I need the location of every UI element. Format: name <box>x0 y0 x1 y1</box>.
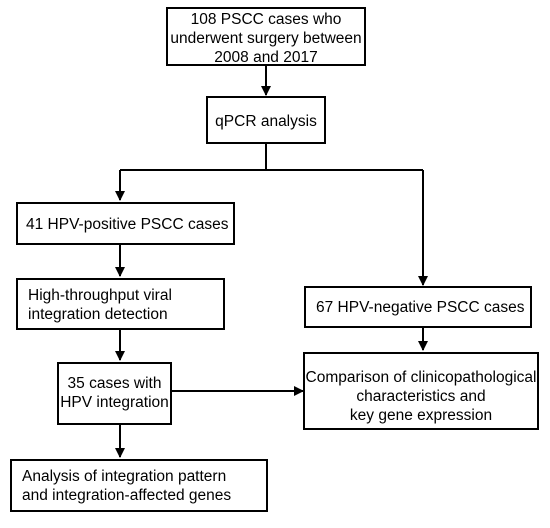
box-clinicopathological-comparison-line-2: characteristics and <box>356 388 486 405</box>
box-surgery-cases: 108 PSCC cases who underwent surgery bet… <box>166 7 366 66</box>
box-qpcr-analysis: qPCR analysis <box>206 96 326 144</box>
box-hpv-negative: 67 HPV-negative PSCC cases <box>304 286 532 328</box>
box-hpv-positive: 41 HPV-positive PSCC cases <box>16 202 235 245</box>
box-hpv-integration-cases-line-2: HPV integration <box>60 394 169 411</box>
box-viral-integration-detection-line-1: High-throughput viral <box>28 287 172 304</box>
box-clinicopathological-comparison-line-1: Comparison of clinicopathological <box>305 369 537 386</box>
box-qpcr-analysis-line-1: qPCR analysis <box>215 113 317 130</box>
box-viral-integration-detection-line-2: integration detection <box>28 306 168 323</box>
box-clinicopathological-comparison-line-3: key gene expression <box>349 407 493 424</box>
box-clinicopathological-comparison: Comparison of clinicopathological charac… <box>303 352 539 430</box>
box-hpv-integration-cases-line-1: 35 cases with <box>67 375 162 392</box>
box-integration-pattern-analysis-line-1: Analysis of integration pattern <box>22 468 227 485</box>
box-surgery-cases-line-1: 108 PSCC cases who <box>190 11 342 28</box>
box-hpv-positive-line-1: 41 HPV-positive PSCC cases <box>26 216 229 233</box>
box-surgery-cases-line-2: underwent surgery between <box>170 30 362 47</box>
box-viral-integration-detection: High-throughput viral integration detect… <box>16 278 225 330</box>
box-integration-pattern-analysis: Analysis of integration pattern and inte… <box>10 459 268 512</box>
box-hpv-negative-line-1: 67 HPV-negative PSCC cases <box>316 299 525 316</box>
box-integration-pattern-analysis-line-2: and integration-affected genes <box>22 487 232 504</box>
box-hpv-integration-cases: 35 cases with HPV integration <box>57 362 172 425</box>
box-surgery-cases-line-3: 2008 and 2017 <box>214 49 318 66</box>
